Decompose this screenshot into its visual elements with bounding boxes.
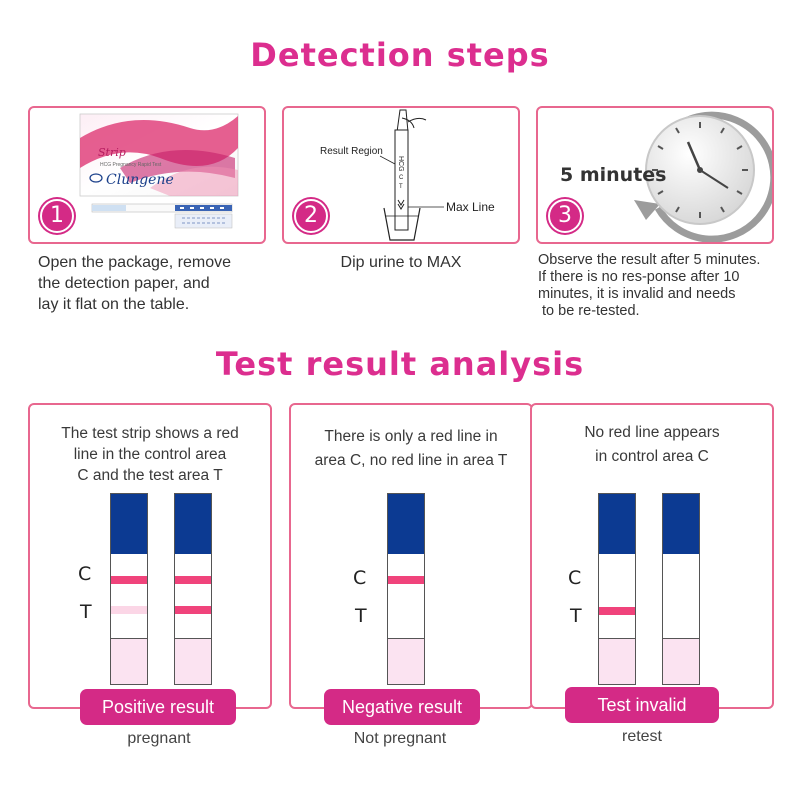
t-label: T: [355, 605, 367, 627]
step-number-badge: 1: [40, 199, 74, 233]
dip-strip-diagram: HCG C T Result Region Max Line: [320, 109, 495, 241]
test-strip: [387, 493, 425, 685]
negative-meaning: Not pregnant: [353, 730, 447, 747]
c-label: C: [78, 563, 92, 585]
result-description: There is only a red line in area C, no r…: [314, 428, 508, 469]
control-line: [111, 576, 147, 584]
step-card-1: Strip HCG Pregnancy Rapid Test Clungene …: [28, 106, 266, 244]
positive-meaning: pregnant: [127, 730, 191, 747]
step-1-text: Open the package, remove the detection p…: [38, 254, 232, 313]
step-number-badge: 2: [294, 199, 328, 233]
result-analysis-heading: Test result analysis: [215, 345, 585, 383]
c-label: C: [353, 567, 367, 589]
result-card-invalid: No red line appears in control area C C …: [530, 403, 774, 723]
test-package-illustration: Strip HCG Pregnancy Rapid Test Clungene: [79, 113, 239, 229]
test-line: [111, 606, 147, 614]
step-number-badge: 3: [548, 199, 582, 233]
test-strip: [110, 493, 148, 685]
result-card-negative: There is only a red line in area C, no r…: [289, 403, 533, 725]
invalid-result-badge: Test invalid: [565, 687, 719, 723]
invalid-meaning: retest: [621, 728, 662, 745]
c-label: C: [568, 567, 582, 589]
positive-result-badge: Positive result: [80, 689, 236, 725]
control-line: [175, 576, 211, 584]
result-region-label: Result Region: [320, 146, 383, 157]
negative-result-badge: Negative result: [324, 689, 480, 725]
step-card-3: 5 minutes 3: [536, 106, 774, 244]
package-brand-text: Clungene: [106, 172, 174, 188]
control-line: [388, 576, 424, 584]
test-strip: [598, 493, 636, 685]
clock-label: 5 minutes: [560, 164, 667, 186]
clock-icon: [634, 111, 772, 242]
strip-c-mark: C: [399, 175, 404, 181]
strip-t-mark: T: [399, 184, 403, 190]
package-subtitle-text: HCG Pregnancy Rapid Test: [100, 162, 162, 168]
detection-steps-heading: Detection steps: [250, 36, 550, 74]
step-3-text: Observe the result after 5 minutes. If t…: [538, 252, 761, 319]
result-description: The test strip shows a red line in the c…: [61, 425, 239, 484]
test-strip: [174, 493, 212, 685]
result-card-positive: The test strip shows a red line in the c…: [28, 403, 272, 725]
max-line-label: Max Line: [446, 200, 495, 214]
step-card-2: HCG C T Result Region Max Line 2: [282, 106, 520, 244]
test-strip: [662, 493, 700, 685]
t-label: T: [570, 605, 582, 627]
result-description: No red line appears in control area C: [584, 424, 720, 465]
test-line: [599, 607, 635, 615]
strip-hcg-text: HCG: [397, 156, 404, 172]
package-product-text: Strip: [98, 146, 126, 159]
test-line: [175, 606, 211, 614]
step-2-text: Dip urine to MAX: [340, 254, 462, 271]
t-label: T: [80, 601, 92, 623]
